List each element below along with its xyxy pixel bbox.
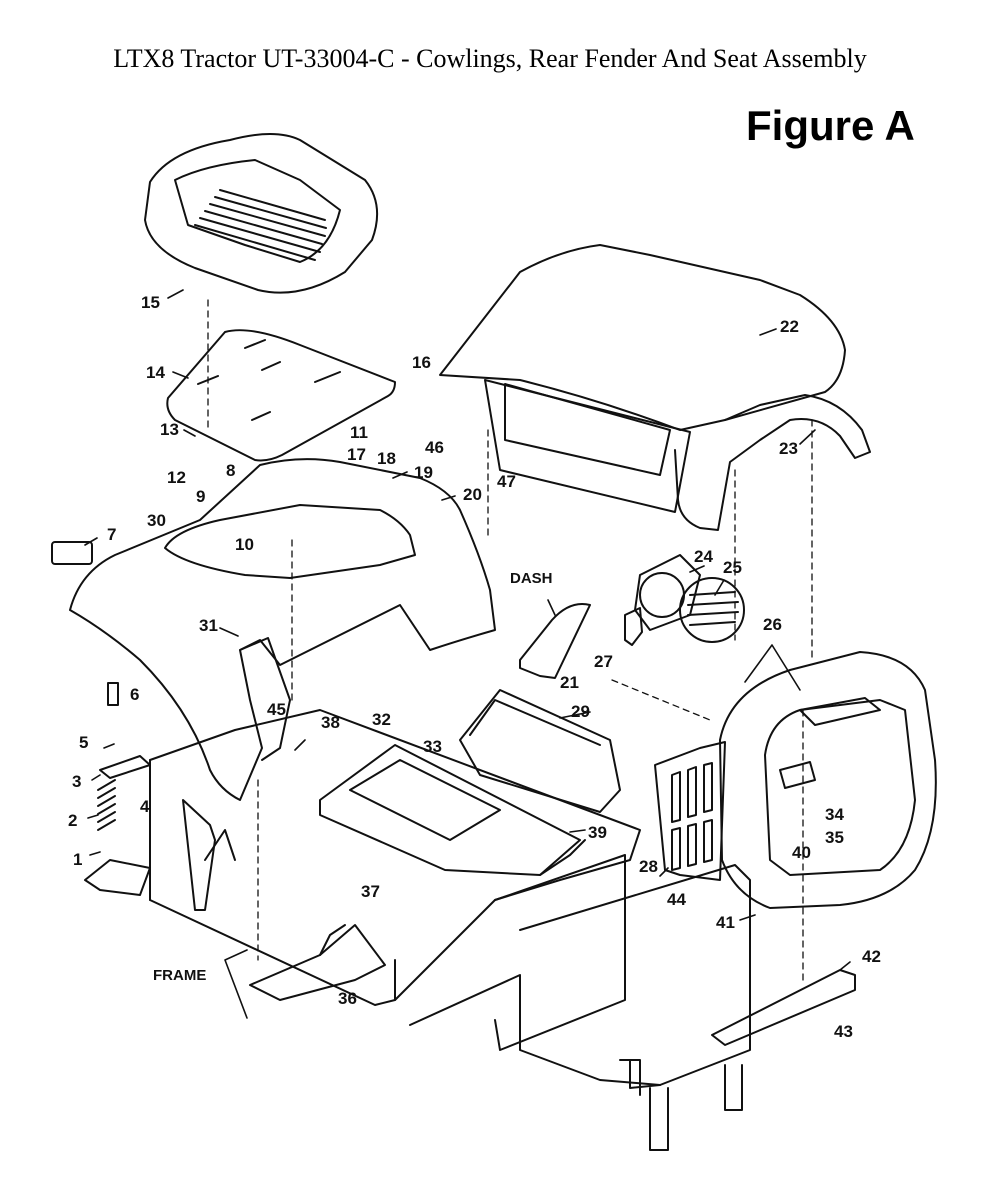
callout-15: 15 [141,293,160,312]
callout-16: 16 [412,353,431,372]
callout-3: 3 [72,772,81,791]
frame-part [149,709,641,1051]
callout-19: 19 [414,463,433,482]
callout-30: 30 [147,511,166,530]
spring-assembly-part [84,682,151,896]
callout-9: 9 [196,487,205,506]
callout-42: 42 [862,947,881,966]
leader-lines [207,299,813,981]
callout-31: 31 [199,616,218,635]
callout-4: 4 [140,797,150,816]
callout-27: 27 [594,652,613,671]
figure-label: Figure A [746,102,915,149]
callout-24: 24 [694,547,713,566]
callout-44: 44 [667,890,686,909]
grille-panel-part [654,741,726,881]
callout-22: 22 [780,317,799,336]
callout-18: 18 [377,449,396,468]
callout-33: 33 [423,737,442,756]
callout-34: 34 [825,805,844,824]
callout-47: 47 [497,472,516,491]
callout-13: 13 [160,420,179,439]
callout-46: 46 [425,438,444,457]
callout-43: 43 [834,1022,853,1041]
callout-5: 5 [79,733,88,752]
frame-label: FRAME [153,967,206,984]
callout-28: 28 [639,857,658,876]
callout-37: 37 [361,882,380,901]
hinge-bracket-part [249,924,386,1001]
callout-39: 39 [588,823,607,842]
callout-20: 20 [463,485,482,504]
callout-2: 2 [68,811,77,830]
callout-10: 10 [235,535,254,554]
callout-21: 21 [560,673,579,692]
callout-25: 25 [723,558,742,577]
callout-8: 8 [226,461,235,480]
seat-part [144,133,379,294]
callout-41: 41 [716,913,735,932]
dash-panel-part [459,689,621,813]
callout-14: 14 [146,363,165,382]
callout-12: 12 [167,468,186,487]
nose-cowl-part [719,651,937,909]
callout-32: 32 [372,710,391,729]
callout-40: 40 [792,843,811,862]
frame-channel-part [409,864,751,1151]
callout-6: 6 [130,685,139,704]
callout-35: 35 [825,828,844,847]
callout-26: 26 [763,615,782,634]
front-bracket-part [711,969,856,1046]
callout-23: 23 [779,439,798,458]
callout-29: 29 [571,702,590,721]
battery-tray-part [319,744,586,876]
dash-label: DASH [510,570,553,587]
callout-45: 45 [267,700,286,719]
emblem-part [51,541,93,565]
dash-bracket-part [519,603,643,679]
callout-11: 11 [350,423,368,442]
hood-part [439,244,871,531]
page-title: LTX8 Tractor UT-33004-C - Cowlings, Rear… [113,44,867,73]
pointer-arrows [84,289,851,1019]
callout-38: 38 [321,713,340,732]
callout-7: 7 [107,525,116,544]
callout-1: 1 [73,850,82,869]
callout-17: 17 [347,445,366,464]
rear-fender-part [69,458,496,801]
callout-36: 36 [338,989,357,1008]
